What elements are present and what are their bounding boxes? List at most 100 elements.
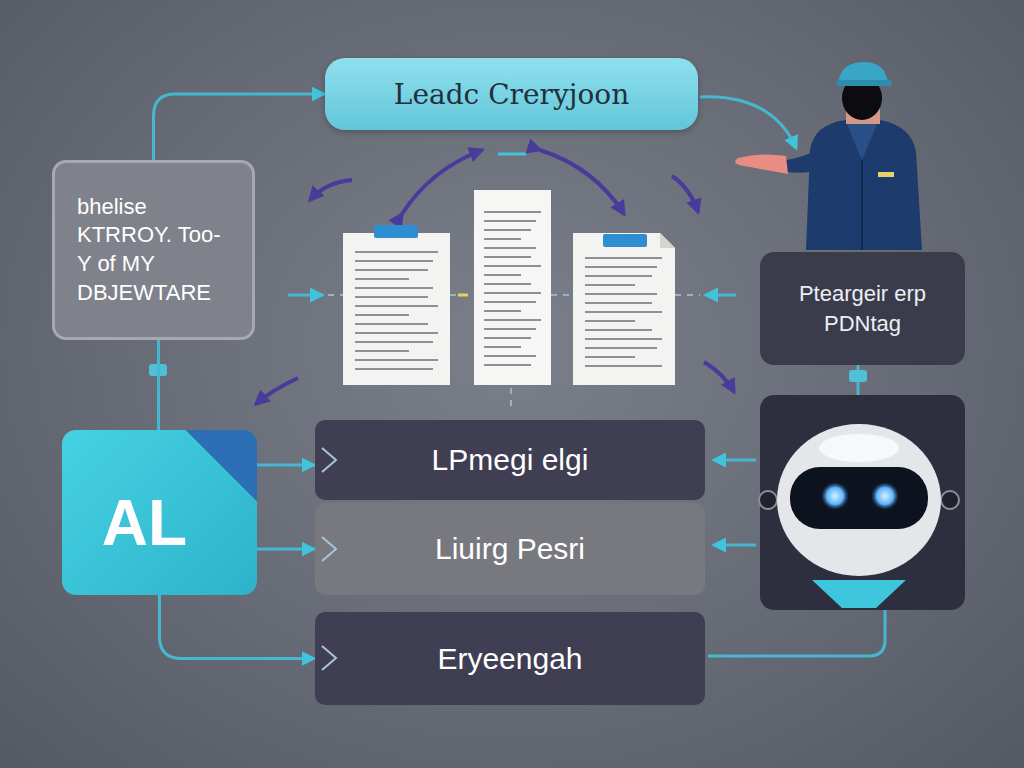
- text-line: [484, 301, 536, 303]
- text-line: [355, 332, 438, 334]
- text-line: [585, 266, 657, 268]
- text-line: [585, 302, 652, 304]
- text-line: [355, 323, 428, 325]
- text-line: [585, 356, 635, 358]
- connector-arrow: [257, 548, 315, 551]
- curved-arrow: [540, 150, 624, 214]
- node-label: Liuirg Pesri: [435, 532, 585, 566]
- person-hand: [735, 154, 788, 174]
- curved-arrow: [310, 180, 352, 200]
- text-line: [484, 247, 536, 249]
- curved-arrow: [704, 362, 734, 392]
- text-line: [484, 364, 531, 366]
- text-line: [484, 211, 541, 213]
- chevron: [322, 646, 336, 670]
- text-line: [585, 347, 657, 349]
- curved-arrow: [402, 150, 482, 214]
- text-line: [355, 341, 433, 343]
- robot-icon: [759, 395, 965, 610]
- text-line: [355, 368, 433, 370]
- node-label: LPmegi elgi: [432, 443, 589, 477]
- text-line: [484, 283, 531, 285]
- text-line: [355, 269, 428, 271]
- person-body: [806, 120, 922, 250]
- text-line: [484, 328, 536, 330]
- text-line: [585, 284, 635, 286]
- text-line: [484, 256, 531, 258]
- node-label: bhelise KTRROY. Too-Y of MY DBJEWTARE: [77, 193, 230, 307]
- title-pill: Leadc Creryjoon: [325, 58, 698, 130]
- dash: [675, 294, 700, 296]
- ai-box: AL: [62, 430, 257, 595]
- flow-arrow: [706, 294, 736, 297]
- text-line: [585, 365, 662, 367]
- person-figure: [735, 62, 922, 250]
- shirt-badge: [878, 172, 894, 177]
- document-page: [343, 233, 450, 385]
- dash: [551, 294, 573, 296]
- text-line: [484, 238, 521, 240]
- document-page: [474, 190, 551, 385]
- text-line: [484, 220, 536, 222]
- connector-arrow: [154, 94, 326, 160]
- dash: [450, 294, 474, 296]
- text-line: [355, 296, 428, 298]
- curved-arrow: [256, 378, 298, 404]
- dash: [328, 294, 343, 296]
- text-line: [484, 319, 541, 321]
- cap-brim: [836, 80, 892, 86]
- flow-arrow: [288, 294, 322, 297]
- connector-line: [157, 340, 160, 430]
- text-line: [585, 338, 662, 340]
- robot-head: [777, 424, 941, 576]
- connector-knob: [849, 370, 867, 382]
- text-line: [355, 359, 438, 361]
- text-line: [585, 293, 657, 295]
- connector-arrow: [160, 595, 316, 659]
- cycle-arrows: [256, 150, 734, 404]
- text-line: [355, 287, 433, 289]
- document-clip: [603, 234, 647, 247]
- text-line: [484, 337, 531, 339]
- robot-eye: [821, 482, 849, 510]
- band-chevrons: [322, 448, 336, 670]
- chevron: [322, 448, 336, 472]
- documents: [343, 190, 675, 385]
- text-line: [484, 346, 521, 348]
- text-line: [585, 320, 635, 322]
- node-label: Leadc Creryjoon: [394, 78, 629, 111]
- shirt-seam: [861, 160, 863, 250]
- node-label: AL: [102, 466, 217, 560]
- robot-ear: [759, 491, 777, 509]
- text-line: [585, 275, 652, 277]
- text-line: [585, 311, 662, 313]
- connector-arrow: [257, 464, 315, 467]
- text-line: [355, 260, 433, 262]
- dash: [458, 294, 468, 297]
- curved-arrow: [672, 176, 698, 212]
- text-line: [355, 251, 438, 253]
- text-line: [585, 329, 652, 331]
- robot-ear: [941, 491, 959, 509]
- info-box: bhelise KTRROY. Too-Y of MY DBJEWTARE: [52, 160, 255, 340]
- document-clip: [374, 225, 418, 238]
- text-line: [484, 310, 521, 312]
- robot-eye: [871, 482, 899, 510]
- person-arm: [786, 150, 824, 173]
- text-line: [484, 229, 531, 231]
- node-label: Eryeengah: [437, 642, 582, 676]
- text-line: [484, 292, 541, 294]
- person-collar: [846, 122, 878, 160]
- flow-arrow: [714, 544, 756, 547]
- dash: [510, 388, 512, 412]
- flow-line: [708, 610, 885, 656]
- text-line: [355, 305, 438, 307]
- document-page: [573, 233, 675, 385]
- text-line: [585, 257, 662, 259]
- text-line: [484, 355, 536, 357]
- dash: [498, 153, 526, 156]
- page-fold: [660, 233, 675, 248]
- flow-arrow: [714, 459, 756, 462]
- flow-arrow: [700, 97, 796, 148]
